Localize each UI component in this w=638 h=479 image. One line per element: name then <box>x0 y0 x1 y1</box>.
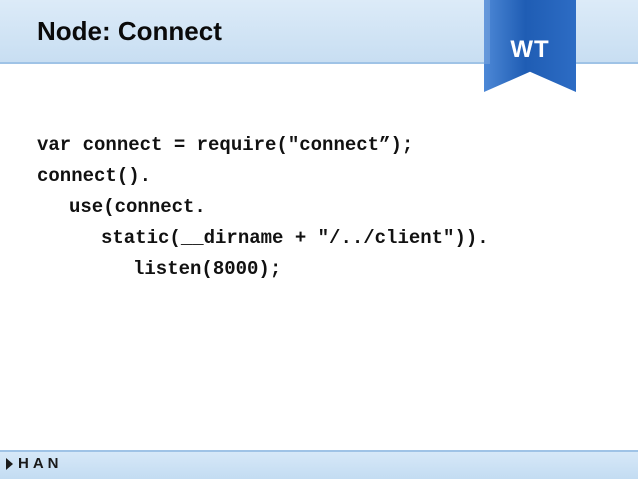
code-line-3: use(connect. <box>69 196 206 218</box>
slide-footer: HAN <box>0 450 638 479</box>
ribbon-highlight <box>484 0 490 64</box>
footer-divider <box>0 450 638 452</box>
code-line-1: var connect = require("connect”); <box>37 134 414 156</box>
footer-label: HAN <box>18 455 63 472</box>
ribbon-label: WT <box>510 36 550 63</box>
code-block: var connect = require("connect”); connect… <box>37 130 489 285</box>
header-divider <box>0 62 638 64</box>
code-line-5: listen(8000); <box>133 258 282 280</box>
slide-title: Node: Connect <box>37 16 222 46</box>
code-line-4: static(__dirname + "/../client")). <box>101 227 489 249</box>
code-line-2: connect(). <box>37 165 152 187</box>
triangle-right-icon <box>6 458 13 470</box>
